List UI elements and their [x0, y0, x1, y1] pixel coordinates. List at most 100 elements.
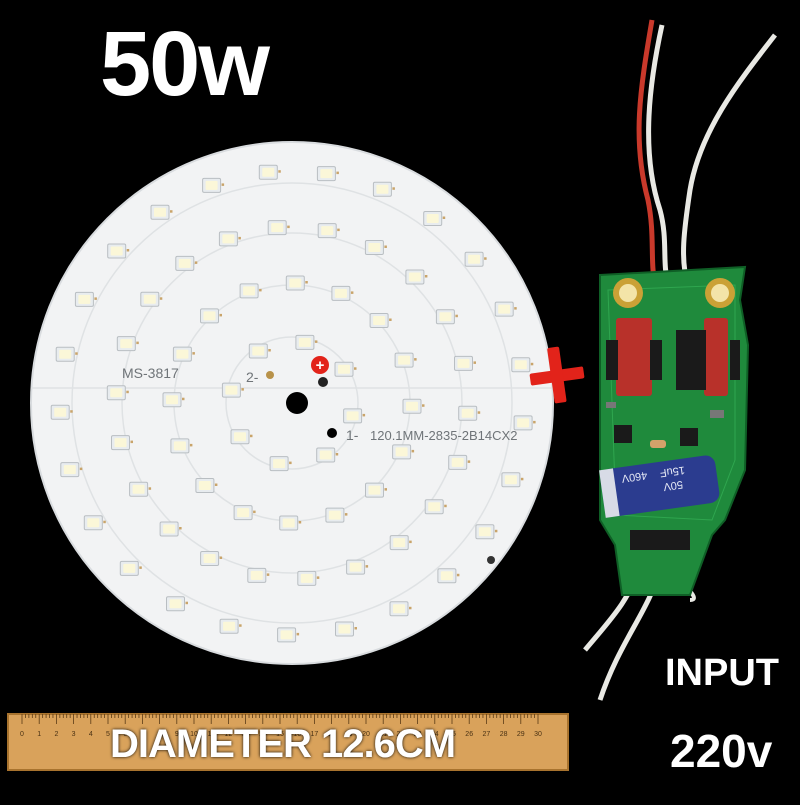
led-chip — [258, 164, 281, 180]
ruler-tick-label: 2 — [54, 731, 58, 738]
led-chip — [269, 456, 292, 472]
led-chip — [458, 405, 481, 421]
led-chip — [501, 472, 524, 488]
led-chip — [218, 231, 241, 247]
led-chip — [335, 621, 357, 637]
positive-pad-marker — [311, 356, 329, 374]
capacitor-rating-text: 460V — [620, 469, 648, 485]
ruler-tick-label: 11 — [208, 731, 215, 738]
ruler-tick-label: 15 — [276, 731, 284, 738]
led-chip — [200, 551, 223, 566]
led-chip — [200, 308, 222, 324]
led-chip — [423, 211, 446, 226]
center-hole — [286, 392, 308, 414]
led-chip — [295, 334, 318, 350]
join-plus-text: + — [557, 361, 558, 363]
led-chip — [402, 398, 425, 414]
led-chip — [83, 515, 106, 531]
ruler-tick-label: 14 — [259, 731, 267, 738]
driver-board — [599, 265, 750, 596]
ruler-tick-label: 8 — [158, 731, 162, 738]
led-chip — [372, 181, 395, 197]
ruler-tick-label: 30 — [534, 731, 542, 738]
led-chip — [364, 240, 387, 255]
ruler-tick-label: 27 — [483, 731, 491, 738]
capacitor-voltage-text: 50V — [662, 478, 684, 493]
led-chip — [247, 567, 270, 583]
ruler-tick-label: 4 — [89, 731, 93, 738]
led-chip — [195, 478, 218, 493]
ruler-tick-label: 7 — [140, 731, 144, 738]
led-chip — [405, 269, 428, 285]
led-chip — [170, 438, 193, 454]
ruler-tick-label: 12 — [225, 731, 233, 738]
led-chip — [475, 524, 498, 540]
ruler-tick-label: 19 — [345, 731, 353, 738]
led-chip — [175, 255, 198, 271]
wattage-headline: 50w — [100, 13, 270, 115]
led-chip — [285, 275, 308, 291]
ruler-tick-label: 9 — [175, 731, 179, 738]
led-chip — [316, 447, 339, 463]
led-chip — [107, 243, 130, 259]
ruler-tick-label: 26 — [465, 731, 473, 738]
led-chip — [267, 220, 290, 236]
input-label: INPUT — [665, 652, 779, 694]
ruler-tick-label: 22 — [397, 731, 405, 738]
led-chip — [464, 251, 487, 267]
ruler-tick-label: 3 — [72, 731, 76, 738]
ruler-tick-label: 25 — [448, 731, 456, 738]
led-chip — [334, 361, 357, 377]
ruler-tick-label: 1 — [37, 731, 41, 738]
led-chip — [239, 283, 262, 299]
ruler-tick-label: 16 — [293, 731, 301, 738]
led-chip — [150, 204, 173, 220]
ruler-tick-label: 5 — [106, 731, 110, 738]
led-chip — [435, 309, 458, 325]
led-chip — [162, 392, 185, 408]
pad-label-1: 1- — [346, 427, 359, 443]
ruler-tick-label: 20 — [362, 731, 370, 738]
board-spec-text: 120.1MM-2835-2B14CX2 — [370, 428, 517, 443]
led-chip — [343, 408, 366, 424]
led-chip — [346, 559, 369, 575]
led-chip — [448, 454, 471, 470]
led-chip — [454, 355, 476, 371]
ruler-tick-label: 18 — [328, 731, 336, 738]
led-chip — [297, 570, 320, 586]
led-chip — [233, 505, 256, 521]
led-chip — [119, 560, 142, 576]
led-chip — [316, 166, 339, 182]
led-chip — [277, 627, 300, 643]
ruler-tick-label: 13 — [242, 731, 250, 738]
ruler-tick-label: 23 — [414, 731, 422, 738]
led-chip — [202, 177, 225, 193]
led-chip — [279, 515, 302, 531]
pad-label-2: 2- — [246, 369, 259, 385]
led-chip — [331, 285, 354, 301]
led-chip — [248, 343, 271, 359]
led-chip — [129, 481, 152, 497]
positive-plus-mark: + — [316, 357, 325, 374]
ruler-tick-label: 24 — [431, 731, 439, 738]
ruler-tick-label: 28 — [500, 731, 508, 738]
led-chip — [494, 301, 517, 317]
led-chip — [55, 346, 78, 362]
led-chip — [166, 596, 188, 612]
led-chip — [221, 382, 244, 398]
led-chip — [369, 313, 392, 328]
led-chip — [116, 336, 139, 352]
led-board — [30, 141, 554, 665]
led-chip — [74, 291, 97, 307]
diameter-caption: DIAMETER 12.6CM — [110, 722, 456, 766]
led-chip — [392, 444, 415, 460]
voltage-label: 220v — [670, 725, 773, 777]
led-chip — [513, 415, 536, 431]
led-chip — [437, 568, 460, 584]
ruler-tick-label: 6 — [123, 731, 127, 738]
led-chip — [172, 346, 195, 362]
led-chip — [389, 601, 412, 617]
